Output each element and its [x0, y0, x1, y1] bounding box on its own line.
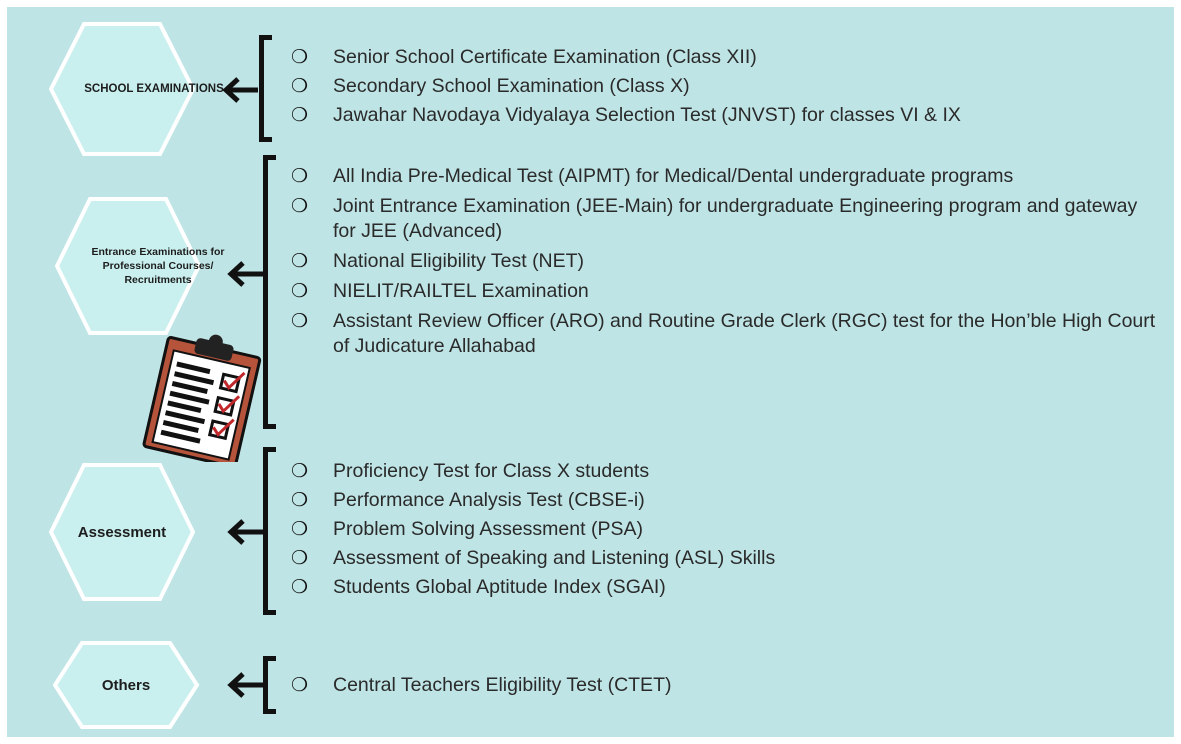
list-item: ❍National Eligibility Test (NET)	[291, 250, 585, 272]
list-item: ❍Secondary School Examination (Class X)	[291, 75, 690, 97]
open-circle-icon: ❍	[291, 675, 309, 696]
entrance-exam-list: ❍All India Pre-Medical Test (AIPMT) for …	[291, 164, 1156, 359]
open-circle-icon: ❍	[291, 519, 309, 540]
list-item: ❍Proficiency Test for Class X students	[291, 460, 650, 482]
assessment-list: ❍Proficiency Test for Class X students ❍…	[291, 459, 1156, 600]
hexagon-assessment: Assessment	[48, 462, 196, 602]
open-circle-icon: ❍	[291, 105, 309, 126]
open-circle-icon: ❍	[291, 281, 309, 302]
others-list: ❍Central Teachers Eligibility Test (CTET…	[291, 673, 1156, 698]
hexagon-entrance-examinations: Entrance Examinations for Professional C…	[54, 196, 225, 336]
left-arrow-icon	[222, 77, 258, 103]
hexagon-label: Assessment	[77, 523, 167, 541]
group-bracket	[259, 35, 272, 142]
list-item: ❍Assessment of Speaking and Listening (A…	[291, 547, 776, 569]
open-circle-icon: ❍	[291, 196, 309, 217]
list-item: ❍Performance Analysis Test (CBSE-i)	[291, 489, 645, 511]
open-circle-icon: ❍	[291, 251, 309, 272]
list-item: ❍NIELIT/RAILTEL Examination	[291, 280, 589, 302]
list-item: ❍Senior School Certificate Examination (…	[291, 46, 757, 68]
hexagon-label: Entrance Examinations for Professional C…	[91, 246, 225, 286]
list-item: ❍All India Pre-Medical Test (AIPMT) for …	[291, 165, 1014, 187]
hexagon-label: Others	[101, 676, 151, 694]
hexagon-school-examinations: SCHOOL EXAMINATIONS	[48, 21, 224, 157]
list-item: ❍Central Teachers Eligibility Test (CTET…	[291, 674, 672, 696]
group-bracket	[263, 447, 276, 615]
hexagon-label: SCHOOL EXAMINATIONS	[84, 83, 224, 95]
open-circle-icon: ❍	[291, 461, 309, 482]
diagram-panel: SCHOOL EXAMINATIONS ❍Senior School Certi…	[7, 7, 1174, 737]
open-circle-icon: ❍	[291, 548, 309, 569]
group-bracket	[263, 656, 276, 714]
list-item: ❍Problem Solving Assessment (PSA)	[291, 518, 643, 540]
list-item: ❍Students Global Aptitude Index (SGAI)	[291, 576, 666, 598]
hexagon-others: Others	[52, 640, 200, 730]
left-arrow-icon	[227, 519, 263, 545]
list-item: ❍Joint Entrance Examination (JEE-Main) f…	[291, 195, 1138, 242]
group-bracket	[263, 155, 276, 429]
school-exam-list: ❍Senior School Certificate Examination (…	[291, 45, 1161, 128]
open-circle-icon: ❍	[291, 311, 309, 332]
open-circle-icon: ❍	[291, 490, 309, 511]
open-circle-icon: ❍	[291, 577, 309, 598]
left-arrow-icon	[227, 672, 263, 698]
list-item: ❍Assistant Review Officer (ARO) and Rout…	[291, 310, 1156, 357]
open-circle-icon: ❍	[291, 47, 309, 68]
open-circle-icon: ❍	[291, 166, 309, 187]
left-arrow-icon	[227, 261, 263, 287]
list-item: ❍Jawahar Navodaya Vidyalaya Selection Te…	[291, 104, 961, 126]
open-circle-icon: ❍	[291, 76, 309, 97]
clipboard-checklist-icon	[142, 334, 262, 462]
